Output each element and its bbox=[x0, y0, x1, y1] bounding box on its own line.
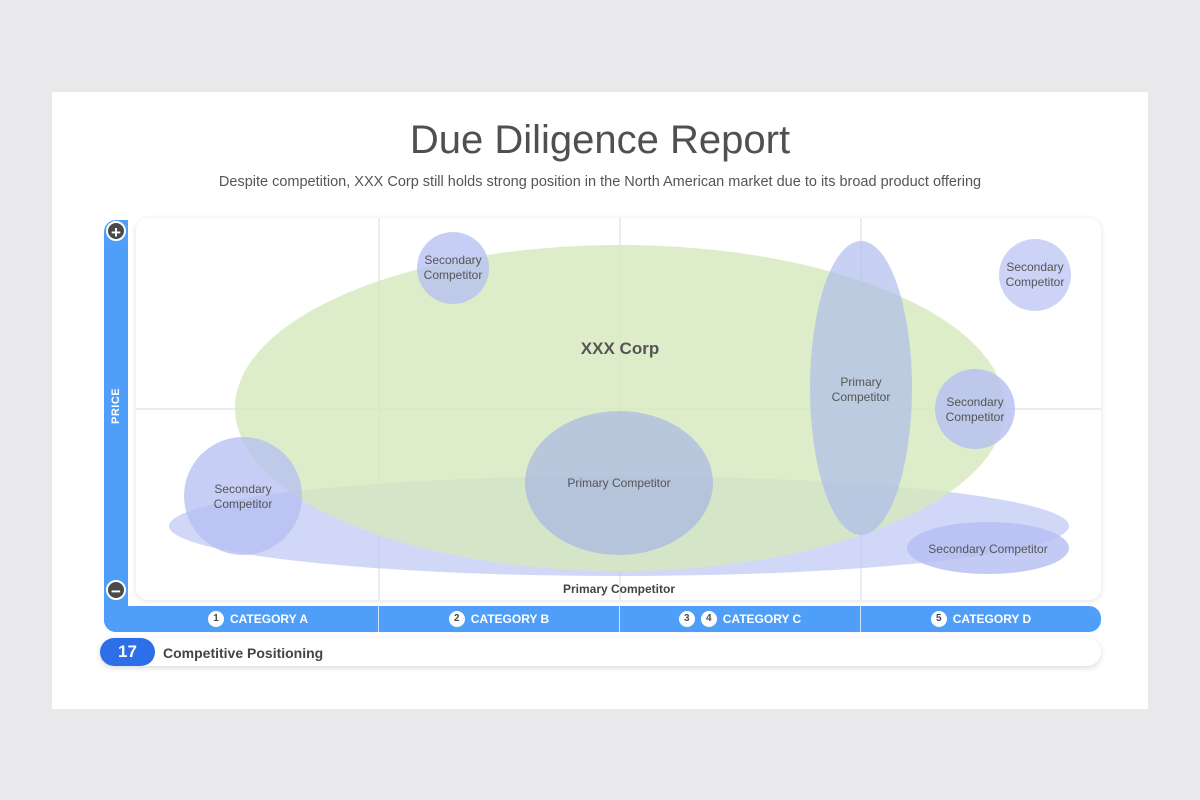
primary-competitor-tall-bubble bbox=[810, 241, 912, 535]
category-number-badge: 2 bbox=[448, 611, 465, 627]
positioning-map: XXX Corp Primary Competitor Primary Comp… bbox=[136, 218, 1101, 600]
minus-icon: − bbox=[106, 580, 126, 601]
secondary-competitor-right-bubble bbox=[935, 369, 1015, 449]
primary-competitor-tall-label-1: Primary bbox=[840, 375, 881, 389]
secondary-competitor-top-bubble bbox=[417, 232, 489, 304]
secondary-competitor-right-label-1: Secondary bbox=[946, 395, 1003, 409]
secondary-competitor-top-label-2: Competitor bbox=[424, 268, 483, 282]
primary-competitor-bottom-label: Primary Competitor bbox=[563, 582, 675, 596]
secondary-competitor-topright-label-2: Competitor bbox=[1006, 275, 1065, 289]
secondary-competitor-top-label-1: Secondary bbox=[424, 253, 481, 267]
footer-bar bbox=[100, 638, 1101, 666]
secondary-competitor-right-label-2: Competitor bbox=[946, 410, 1005, 424]
primary-competitor-tall-label-2: Competitor bbox=[832, 390, 891, 404]
secondary-competitor-topright-bubble bbox=[999, 239, 1071, 311]
category-label: CATEGORY C bbox=[722, 612, 802, 626]
xxx-corp-bubble bbox=[235, 245, 1005, 571]
primary-competitor-center-label: Primary Competitor bbox=[567, 476, 670, 490]
category-number-badge: 1 bbox=[207, 611, 224, 627]
secondary-competitor-wide-label: Secondary Competitor bbox=[928, 542, 1047, 556]
category-d: 5 CATEGORY D bbox=[861, 606, 1101, 632]
category-divider bbox=[860, 606, 861, 632]
secondary-competitor-left-label-2: Competitor bbox=[214, 497, 273, 511]
category-divider bbox=[619, 606, 620, 632]
category-label: CATEGORY A bbox=[229, 612, 308, 626]
page-subtitle: Despite competition, XXX Corp still hold… bbox=[218, 174, 982, 190]
secondary-competitor-left-label-1: Secondary bbox=[214, 482, 271, 496]
category-number-badge: 3 bbox=[678, 611, 695, 627]
category-divider bbox=[378, 606, 379, 632]
y-axis-label: PRICE bbox=[110, 387, 122, 424]
xxx-corp-label: XXX Corp bbox=[581, 339, 659, 358]
primary-competitor-center-bubble bbox=[525, 411, 713, 555]
category-c: 3 4 CATEGORY C bbox=[620, 606, 860, 632]
category-number-badge: 5 bbox=[930, 611, 947, 627]
page-number-badge: 17 bbox=[100, 638, 155, 666]
positioning-map-svg: XXX Corp Primary Competitor Primary Comp… bbox=[136, 218, 1101, 600]
secondary-competitor-left-bubble bbox=[184, 437, 302, 555]
y-axis-bar bbox=[104, 220, 128, 632]
category-b: 2 CATEGORY B bbox=[379, 606, 619, 632]
category-number-badge: 4 bbox=[700, 611, 717, 627]
footer-label: Competitive Positioning bbox=[163, 645, 324, 661]
category-label: CATEGORY D bbox=[952, 612, 1032, 626]
category-a: 1 CATEGORY A bbox=[138, 606, 378, 632]
secondary-competitor-topright-label-1: Secondary bbox=[1006, 260, 1063, 274]
secondary-competitor-wide-bubble bbox=[907, 522, 1069, 574]
plus-icon: + bbox=[106, 221, 126, 242]
category-label: CATEGORY B bbox=[470, 612, 550, 626]
page-title: Due Diligence Report bbox=[409, 118, 791, 162]
